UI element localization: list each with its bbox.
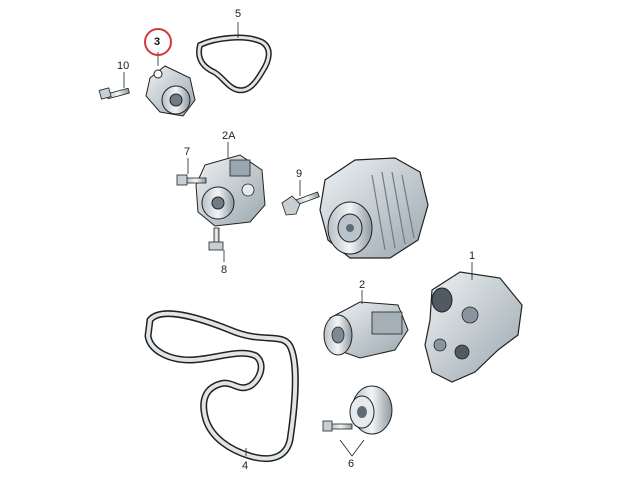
bolt-7 xyxy=(176,174,207,186)
bracket xyxy=(424,271,523,383)
callout-5: 5 xyxy=(235,8,242,20)
belt-small xyxy=(196,34,272,94)
bolt-10 xyxy=(98,87,130,100)
callout-7: 7 xyxy=(184,146,191,158)
callout-4: 4 xyxy=(242,460,249,472)
tensioner-roller-2 xyxy=(323,301,409,359)
callout-2a: 2A xyxy=(222,130,236,142)
idler-pulley xyxy=(322,385,393,435)
callout-9: 9 xyxy=(296,168,303,180)
tensioner-pulley xyxy=(145,65,196,117)
callout-6: 6 xyxy=(348,458,355,470)
bolt-8 xyxy=(208,227,224,251)
alternator xyxy=(319,157,429,259)
callout-1: 1 xyxy=(469,250,476,262)
belt-large xyxy=(144,310,299,463)
callout-2: 2 xyxy=(359,279,366,291)
tensioner-assembly-2a xyxy=(195,154,266,227)
leader-lines xyxy=(123,22,473,457)
callout-3: 3 xyxy=(154,36,161,48)
callout-10: 10 xyxy=(117,60,130,72)
highlight-ring xyxy=(144,28,172,56)
callout-8: 8 xyxy=(221,264,228,276)
bolt-9 xyxy=(281,191,320,216)
